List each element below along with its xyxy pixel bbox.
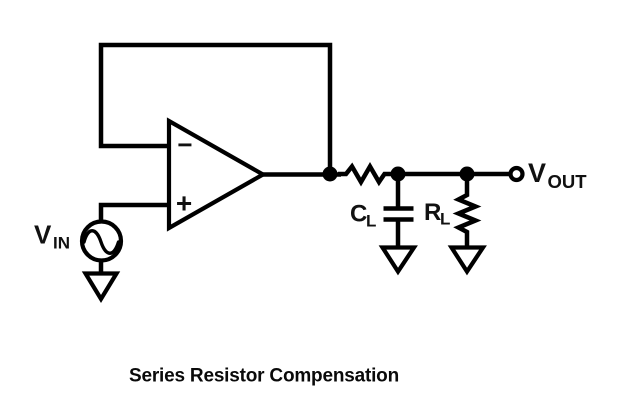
load-resistor-branch: R L: [424, 174, 487, 276]
load-capacitor-branch: C L: [350, 174, 418, 276]
vin-source: V IN: [34, 219, 124, 304]
vin-ground-icon: [81, 271, 121, 304]
sine-wave-icon: [82, 229, 121, 255]
load-capacitor-label: C: [350, 201, 367, 228]
feedback-wire: [98, 42, 333, 170]
opamp-inverting-input-label: −: [177, 130, 192, 160]
vout-label-subscript: OUT: [548, 171, 588, 192]
load-capacitor-label-subscript: L: [366, 212, 376, 231]
load-resistor-icon: [452, 174, 482, 249]
vin-input-wire: [98, 202, 167, 223]
opamp-triangle-icon: [166, 117, 268, 232]
caption: Series Resistor Compensation: [129, 366, 399, 387]
resistor-ground-icon: [447, 245, 487, 276]
junction-dot-output: [322, 166, 338, 182]
series-resistor-icon: [338, 162, 398, 187]
load-resistor-label-subscript: L: [440, 210, 450, 229]
vout-terminal-icon: [508, 165, 525, 183]
vout-label: V: [528, 158, 546, 188]
opamp: − +: [166, 117, 268, 232]
vin-label-subscript: IN: [53, 234, 70, 253]
opamp-noninverting-input-label: +: [176, 188, 192, 219]
vin-label: V: [34, 220, 52, 250]
load-resistor-label: R: [424, 199, 441, 226]
vout-terminal-group: V OUT: [508, 158, 588, 192]
capacitor-ground-icon: [378, 245, 418, 276]
